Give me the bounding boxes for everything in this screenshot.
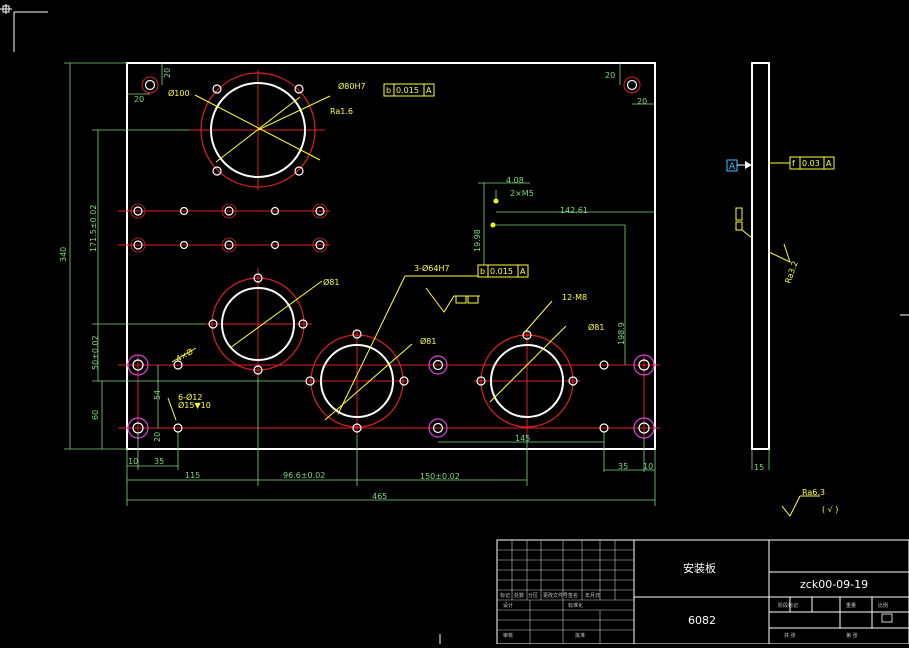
corner-holes: [141, 76, 641, 228]
tb-cell-label: 审核: [503, 632, 513, 639]
tb-cell-label: 年月日: [585, 592, 600, 599]
datum-a-marker: A: [726, 159, 752, 172]
dim-145: 145: [515, 434, 530, 443]
svg-text:A: A: [520, 267, 526, 276]
dim-60: 60: [91, 410, 100, 420]
dim-20-tr-h: 20: [637, 97, 647, 106]
svg-text:A: A: [826, 159, 832, 168]
dim-20-tr-v: 20: [605, 71, 615, 80]
dim-35-left: 35: [154, 457, 164, 466]
bolt-holes: [208, 84, 578, 433]
tb-cell-label: 共 张: [784, 632, 796, 639]
tb-cell-label: 重量: [846, 602, 856, 609]
bore-81-right: [480, 334, 574, 428]
title-block-grid: [497, 540, 634, 644]
svg-text:0.015: 0.015: [490, 267, 513, 276]
plate-outline: [126, 62, 656, 450]
surface-finish-symbol: [425, 287, 480, 313]
callout-ra: Ra1.6: [330, 107, 353, 116]
tb-cell-label: 签名: [568, 592, 578, 599]
svg-text:0.03: 0.03: [802, 159, 820, 168]
svg-text:f: f: [792, 159, 795, 168]
material: 6082: [688, 614, 716, 627]
tb-cell-label: 标记: [500, 592, 510, 599]
svg-text:0.015: 0.015: [396, 86, 419, 95]
callout-phi100: Ø100: [168, 88, 190, 98]
svg-text:A: A: [426, 86, 432, 95]
large-bore-100: [200, 72, 316, 188]
side-ra-text: Ra3.2: [783, 260, 799, 285]
bore-81-left: [211, 277, 305, 371]
dim-20-lower: 20: [153, 432, 162, 442]
dim-198: 198.9: [617, 322, 626, 345]
tb-scale-box: [881, 613, 893, 623]
svg-text:A: A: [729, 162, 736, 172]
tb-cell-label: 分区: [528, 592, 538, 599]
flatness-frame: f 0.03 A: [769, 156, 835, 170]
svg-text:b: b: [386, 86, 391, 95]
svg-text:b: b: [480, 267, 485, 276]
callout-6-phi12: 6-Ø12: [178, 392, 202, 402]
tb-cell-label: 标准化: [568, 602, 583, 609]
tb-cell-label: 设计: [503, 602, 513, 609]
title-block-frame: [496, 539, 909, 645]
dim-96: 96.6±0.02: [283, 471, 325, 480]
tb-cell-label: 阶段标记: [778, 602, 798, 609]
dim-50: 50±0.02: [91, 335, 100, 370]
dim-115: 115: [185, 471, 200, 480]
general-roughness-note: Ra6.3 ( √ ): [781, 488, 838, 517]
tolerance-frame-bore: b 0.015 A: [383, 83, 435, 97]
callout-80h7: Ø80H7: [338, 81, 366, 91]
dim-19: 19.98: [473, 229, 482, 252]
leader-lines: [167, 94, 567, 421]
callout-phi15: Ø15▼10: [178, 400, 211, 410]
svg-text:( √ ): ( √ ): [822, 505, 838, 514]
side-finish-symbol: [735, 207, 791, 263]
ucs-crosshair-icon: [0, 4, 12, 14]
dim-54: 54: [153, 390, 162, 400]
dim-10-left: 10: [128, 457, 138, 466]
thread-note: 2×M5: [510, 189, 534, 198]
center-lines: [118, 70, 660, 440]
dim-10-right: 10: [643, 462, 653, 471]
dim-overall-width: 465: [372, 492, 387, 501]
tolerance-frame-holes: b 0.015 A: [477, 264, 529, 278]
bore-81-middle: [310, 334, 404, 428]
callout-3-64h7: 3-Ø64H7: [414, 263, 450, 273]
tb-cell-label: 更改文件号: [543, 592, 568, 599]
part-name: 安装板: [683, 561, 716, 575]
callout-12-m8: 12-M8: [562, 293, 587, 302]
dim-150: 150±0.02: [420, 472, 460, 481]
dim-142: 142.61: [560, 206, 588, 215]
dimension-lines: [64, 62, 656, 506]
callout-phi81-c: Ø81: [588, 322, 604, 332]
callout-phi81-b: Ø81: [420, 336, 436, 346]
dim-bore-spacing: 171.5±0.02: [89, 205, 98, 252]
small-hole-rows: [130, 203, 328, 253]
dim-20-tl-h: 20: [134, 95, 144, 104]
dim-20-tl-v: 20: [163, 68, 172, 78]
dim-35-right: 35: [618, 462, 628, 471]
callout-phi81-a: Ø81: [323, 277, 339, 287]
drawing-number: zck00-09-19: [800, 578, 868, 591]
tb-cell-label: 批准: [575, 632, 585, 639]
tb-cell-label: 第 张: [846, 632, 858, 639]
dim-overall-height: 340: [59, 247, 68, 262]
dim-thickness: 15: [754, 463, 764, 472]
tb-cell-label: 比例: [878, 602, 888, 609]
svg-text:Ra6.3: Ra6.3: [802, 488, 825, 497]
callout-4xphi: 4×Ø: [174, 346, 195, 364]
tb-cell-label: 处数: [514, 592, 524, 599]
side-view-outline: [751, 62, 770, 450]
dim-4: 4.08: [506, 176, 524, 185]
